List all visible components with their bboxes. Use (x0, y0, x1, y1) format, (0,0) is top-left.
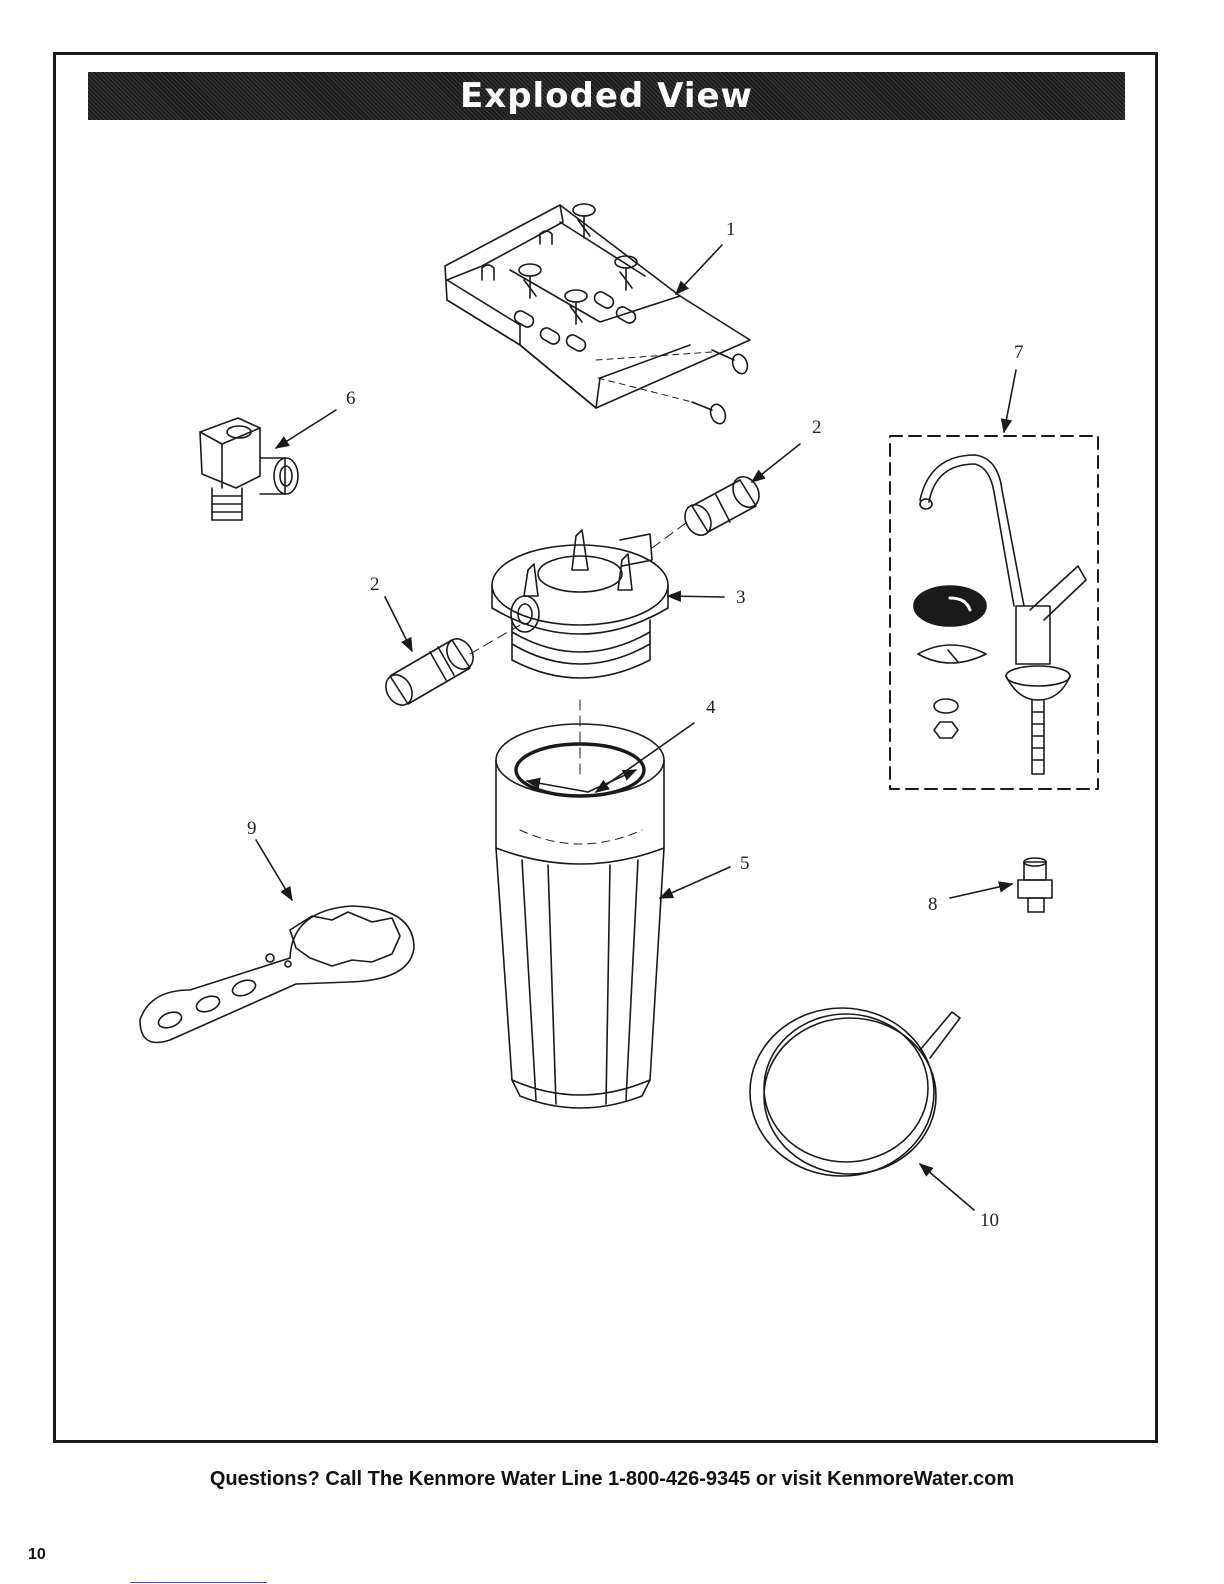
callout-1: 1 (726, 219, 736, 240)
callout-5: 5 (740, 853, 750, 874)
fitting-left (381, 634, 479, 710)
faucet-nut (934, 722, 958, 738)
faucet-spacer (918, 645, 986, 663)
coiled-tubing (750, 1008, 960, 1176)
housing-wrench (140, 906, 414, 1043)
callout-6: 6 (346, 388, 356, 409)
filter-head (492, 530, 668, 678)
adapter-fitting (1018, 858, 1052, 912)
faucet-washer (934, 699, 958, 713)
faucet-base-plate (914, 586, 986, 626)
screw (565, 290, 587, 324)
screw (692, 402, 728, 426)
callout-8: 8 (928, 894, 938, 915)
callout-2-left: 2 (370, 574, 380, 595)
callout-10: 10 (980, 1210, 999, 1231)
footer-help-text: Questions? Call The Kenmore Water Line 1… (0, 1468, 1224, 1491)
screw (519, 264, 541, 298)
callout-3: 3 (736, 587, 746, 608)
callout-7: 7 (1014, 342, 1024, 363)
callout-9: 9 (247, 818, 257, 839)
page-number: 10 (28, 1546, 46, 1564)
feed-valve (200, 418, 298, 520)
callout-2-right: 2 (812, 417, 822, 438)
callout-4: 4 (706, 697, 716, 718)
filter-housing (496, 724, 664, 1108)
mounting-bracket (445, 204, 750, 426)
link-underline (130, 1582, 267, 1583)
